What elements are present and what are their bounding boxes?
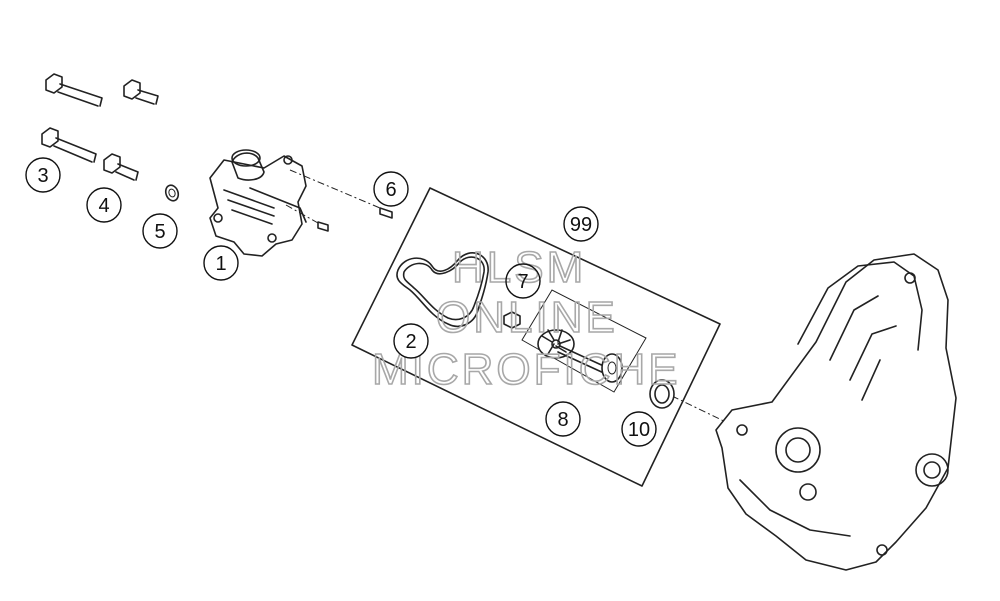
watermark-line-2: ONLINE <box>436 293 618 342</box>
callout-3[interactable]: 3 <box>25 157 61 193</box>
dowel-pin[interactable] <box>379 207 393 219</box>
callout-10[interactable]: 10 <box>621 411 657 447</box>
watermark-line-1: HLSM <box>452 243 586 292</box>
water-pump-cover[interactable] <box>209 149 307 257</box>
callout-6[interactable]: 6 <box>373 171 409 207</box>
cover-gasket[interactable] <box>396 252 489 328</box>
engine-clutch-cover[interactable] <box>715 253 957 571</box>
callout-1[interactable]: 1 <box>203 245 239 281</box>
callout-2-label: 2 <box>405 331 416 353</box>
callout-5[interactable]: 5 <box>142 213 178 249</box>
callout-99-label: 99 <box>570 214 592 236</box>
shaft-seal[interactable] <box>649 379 675 409</box>
watermark: HLSM ONLINE MICROFICHE <box>371 242 678 395</box>
bolt-short-top[interactable] <box>123 79 159 105</box>
small-pin[interactable] <box>317 221 329 232</box>
centerline-seal <box>671 395 731 425</box>
impeller-nut[interactable] <box>503 311 521 329</box>
callout-2[interactable]: 2 <box>393 323 429 359</box>
centerline-pin <box>285 204 319 224</box>
callout-4-label: 4 <box>98 195 109 217</box>
callout-99[interactable]: 99 <box>563 206 599 242</box>
centerline-cover <box>289 169 381 209</box>
callout-5-label: 5 <box>154 221 165 243</box>
bolt-long-middle[interactable] <box>41 127 97 163</box>
callout-1-label: 1 <box>215 253 226 275</box>
callout-8[interactable]: 8 <box>545 401 581 437</box>
washer-ring[interactable] <box>164 183 181 202</box>
callout-7[interactable]: 7 <box>505 263 541 299</box>
callout-3-label: 3 <box>37 165 48 187</box>
impeller[interactable] <box>537 329 575 359</box>
bolt-long-top[interactable] <box>45 73 103 107</box>
impeller-subgroup-box <box>521 289 647 393</box>
kit-outline-box <box>351 187 721 487</box>
callout-6-label: 6 <box>385 179 396 201</box>
callout-7-label: 7 <box>517 271 528 293</box>
callout-4[interactable]: 4 <box>86 187 122 223</box>
bolt-short-middle[interactable] <box>103 153 139 181</box>
callout-10-label: 10 <box>628 419 650 441</box>
impeller-shaft[interactable] <box>557 345 623 383</box>
callout-8-label: 8 <box>557 409 568 431</box>
